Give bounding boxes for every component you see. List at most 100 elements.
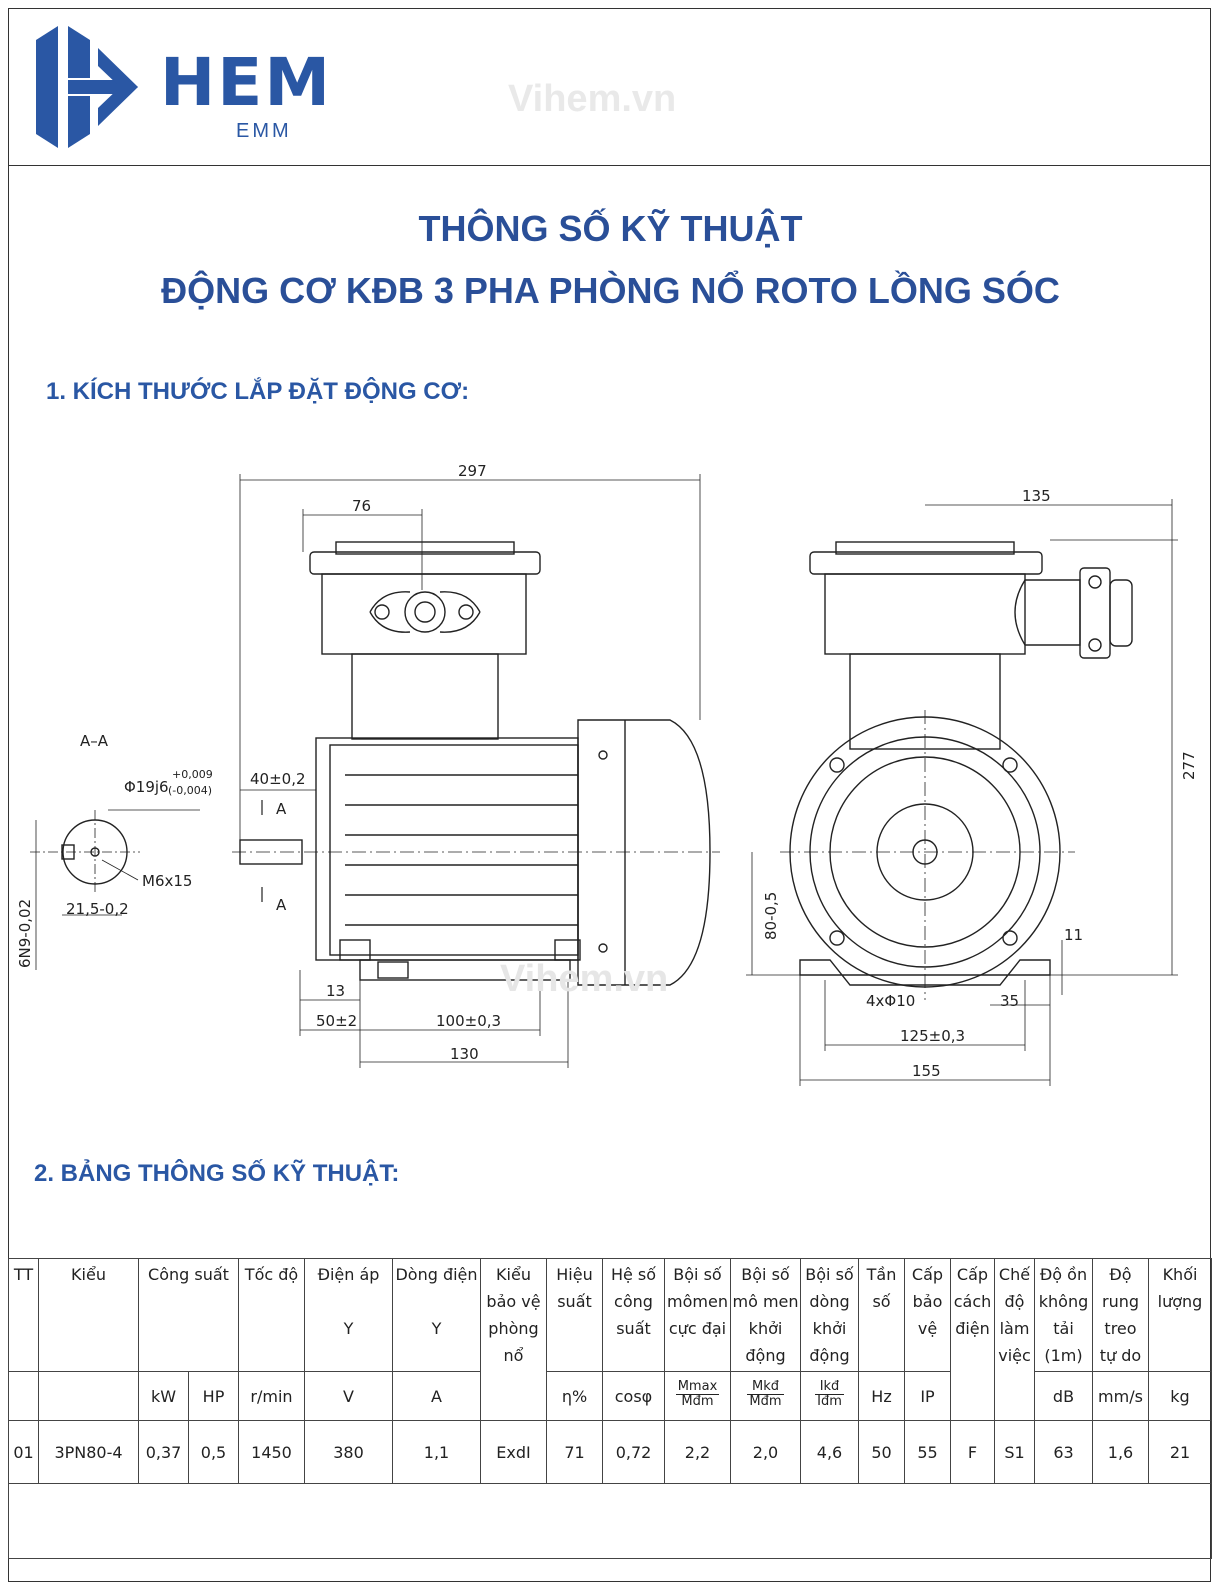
unit-mkd: Mkđ [747, 1379, 784, 1395]
unit-rpm: r/min [238, 1371, 305, 1421]
th-do-on: Độ ồn không tải (1m) [1034, 1258, 1093, 1372]
dim-50: 50±2 [316, 1012, 357, 1030]
th-dong-kd: Bội số dòng khởi động [800, 1258, 859, 1372]
cell-ins: F [950, 1420, 995, 1484]
cell-kieu: 3PN80-4 [38, 1420, 139, 1484]
unit-empty [8, 1371, 39, 1421]
unit-mms: mm/s [1092, 1371, 1149, 1421]
shaft-tolerance-upper: +0,009 [172, 768, 213, 781]
dim-terminal-offset: 76 [352, 497, 371, 515]
th-tan-so: Tần số [858, 1258, 905, 1372]
dim-100: 100±0,3 [436, 1012, 501, 1030]
unit-cos: cosφ [602, 1371, 665, 1421]
unit-a: A [392, 1371, 481, 1421]
cell-hz: 50 [858, 1420, 905, 1484]
cell-ip: 55 [904, 1420, 951, 1484]
header: HEM EMM Vihem.vn [8, 8, 1211, 166]
th-dien-ap: Điện áp Y [304, 1258, 393, 1372]
cell-mkd: 2,0 [730, 1420, 801, 1484]
brand-name: HEM [160, 44, 332, 121]
table-row: 01 3PN80-4 0,37 0,5 1450 380 1,1 ExdI 71… [8, 1420, 1212, 1484]
blank-cell [8, 1483, 1212, 1559]
shaft-tolerance-lower: (-0,004) [168, 784, 212, 797]
brand-subtitle: EMM [236, 120, 292, 142]
dim-130: 130 [450, 1045, 479, 1063]
cell-mmax: 2,2 [664, 1420, 731, 1484]
watermark-drawing: Vihem.vn [500, 958, 669, 1000]
cell-db: 63 [1034, 1420, 1093, 1484]
unit-mmax: Mmax [675, 1378, 720, 1395]
technical-drawing: A–A Φ19j6 +0,009 (-0,004) M6x15 21,5-0,2… [16, 462, 1198, 1086]
dim-holes: 4xΦ10 [866, 992, 915, 1010]
th-he-so: Hệ số công suất [602, 1258, 665, 1372]
th-dong-dien-label: Dòng điện [395, 1265, 478, 1284]
unit-mdm1: Mđm [681, 1393, 714, 1409]
cell-eta: 71 [546, 1420, 603, 1484]
th-cong-suat: Công suất [138, 1258, 239, 1372]
section-marker-top: A [276, 800, 287, 818]
th-momen-kd: Bội số mô men khởi động [730, 1258, 801, 1372]
section-marker-bottom: A [276, 896, 287, 914]
unit-empty [38, 1371, 139, 1421]
unit-kg: kg [1148, 1371, 1212, 1421]
th-tt: TT [8, 1258, 39, 1372]
unit-kw: kW [138, 1371, 189, 1421]
th-hieu-suat: Hiệu suất [546, 1258, 603, 1372]
dim-155: 155 [912, 1062, 941, 1080]
section-heading-dimensions: 1. KÍCH THƯỚC LẮP ĐẶT ĐỘNG CƠ: [46, 378, 470, 405]
section-label: A–A [80, 732, 109, 750]
dim-135: 135 [1022, 487, 1051, 505]
cell-ikd: 4,6 [800, 1420, 859, 1484]
dim-125: 125±0,3 [900, 1027, 965, 1045]
cell-duty: S1 [994, 1420, 1035, 1484]
cell-a: 1,1 [392, 1420, 481, 1484]
th-momen-max: Bội số mômen cực đại [664, 1258, 731, 1372]
cell-hp: 0,5 [188, 1420, 239, 1484]
dim-overall-length: 297 [458, 462, 487, 480]
spec-table: TT Kiểu Công suất Tốc độ Điện áp Y Dòng đ… [8, 1258, 1212, 1559]
shaft-diameter-label: Φ19j6 [124, 778, 169, 796]
unit-idm: Iđm [817, 1393, 842, 1409]
cell-kw: 0,37 [138, 1420, 189, 1484]
dim-11: 11 [1064, 926, 1083, 944]
cell-vib: 1,6 [1092, 1420, 1149, 1484]
th-dien-ap-label: Điện áp [317, 1265, 380, 1284]
unit-hz: Hz [858, 1371, 905, 1421]
watermark: Vihem.vn [508, 78, 677, 120]
th-dien-ap-y: Y [343, 1319, 354, 1338]
cell-kg: 21 [1148, 1420, 1212, 1484]
table-blank-row [8, 1483, 1212, 1559]
table-header-row: TT Kiểu Công suất Tốc độ Điện áp Y Dòng đ… [8, 1258, 1212, 1421]
th-toc-do: Tốc độ [238, 1258, 305, 1372]
cell-cos: 0,72 [602, 1420, 665, 1484]
th-do-rung: Độ rung treo tự do [1092, 1258, 1149, 1372]
dim-80: 80-0,5 [762, 892, 780, 940]
section-heading-table: 2. BẢNG THÔNG SỐ KỸ THUẬT: [34, 1160, 400, 1187]
th-che-do: Chế độ làm việc [994, 1258, 1035, 1421]
unit-ikd: Ikđ [815, 1379, 844, 1395]
dim-35: 35 [1000, 992, 1019, 1010]
unit-db: dB [1034, 1371, 1093, 1421]
cell-exd: ExdI [480, 1420, 547, 1484]
unit-ip: IP [904, 1371, 951, 1421]
unit-v: V [304, 1371, 393, 1421]
key-depth-label: 21,5-0,2 [66, 900, 129, 918]
thread-label: M6x15 [142, 872, 192, 890]
unit-eta: η% [546, 1371, 603, 1421]
th-cap-bao-ve: Cấp bảo vệ [904, 1258, 951, 1372]
th-bao-ve: Kiểu bảo vệ phòng nổ [480, 1258, 547, 1421]
dim-shaft-length: 40±0,2 [250, 770, 306, 788]
cell-tt: 01 [8, 1420, 39, 1484]
dim-277: 277 [1180, 751, 1198, 780]
th-kieu: Kiểu [38, 1258, 139, 1372]
th-dong-dien-y: Y [431, 1319, 442, 1338]
th-khoi-luong: Khối lượng [1148, 1258, 1212, 1372]
cell-rpm: 1450 [238, 1420, 305, 1484]
page-title: THÔNG SỐ KỸ THUẬT [418, 208, 803, 249]
logo-icon [36, 26, 138, 148]
page-subtitle: ĐỘNG CƠ KĐB 3 PHA PHÒNG NỔ ROTO LỒNG SÓC [161, 270, 1060, 311]
